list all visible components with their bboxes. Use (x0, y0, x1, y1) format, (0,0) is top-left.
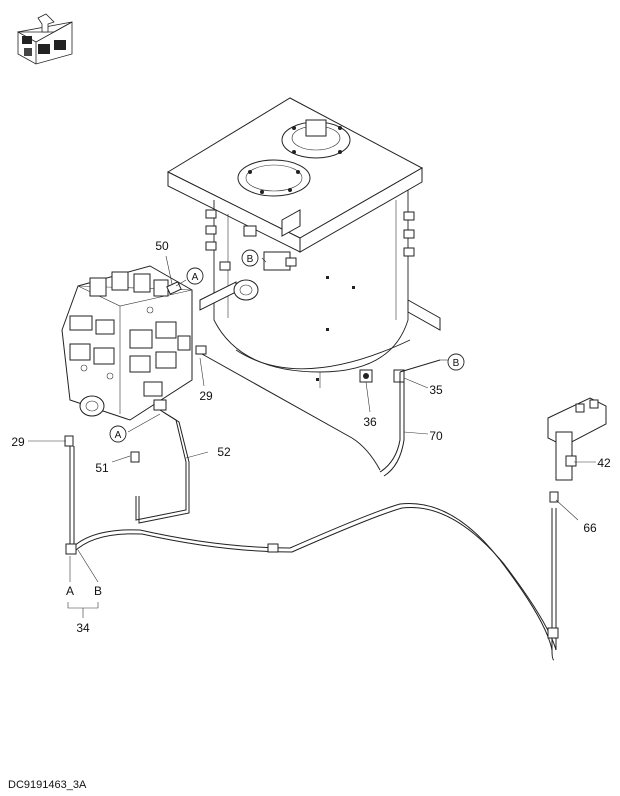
part-label-42: 42 (597, 456, 611, 470)
part-label-36: 36 (363, 415, 377, 429)
drawing-code: DC9191463_3A (8, 779, 87, 791)
callout-a-lower: A (109, 425, 127, 443)
control-valve (61, 265, 193, 421)
clamp-36 (359, 369, 373, 383)
port-label-a: A (66, 584, 74, 598)
part-label-34: 34 (76, 621, 90, 635)
callout-a-lower-text: A (115, 430, 122, 441)
callout-b-tank-text: B (247, 254, 254, 265)
part-label-66: 66 (583, 521, 597, 535)
fitting-29-left (64, 435, 74, 447)
fitting-29-upper (195, 345, 207, 355)
part-label-51: 51 (95, 461, 109, 475)
leader-lines (28, 255, 596, 618)
clamp-35 (393, 369, 405, 383)
part-label-70: 70 (429, 429, 443, 443)
hose-lines (65, 353, 559, 661)
pressure-switch-42 (547, 397, 607, 481)
callout-a-upper-text: A (192, 272, 199, 283)
port-label-b: B (94, 584, 102, 598)
callout-b-hose-text: B (453, 358, 460, 369)
part-label-29-left: 29 (11, 435, 25, 449)
callout-b-hose: B (447, 353, 465, 371)
part-label-50: 50 (155, 239, 169, 253)
catalog-logo-icon (16, 13, 73, 65)
callout-b-tank: B (241, 249, 259, 267)
hydraulic-tank (166, 97, 441, 388)
fitting-51 (130, 451, 140, 463)
part-label-35: 35 (429, 383, 443, 397)
part-label-52: 52 (217, 445, 231, 459)
callout-a-upper: A (186, 267, 204, 285)
part-label-29-upper: 29 (199, 389, 213, 403)
fitting-66 (549, 491, 559, 503)
